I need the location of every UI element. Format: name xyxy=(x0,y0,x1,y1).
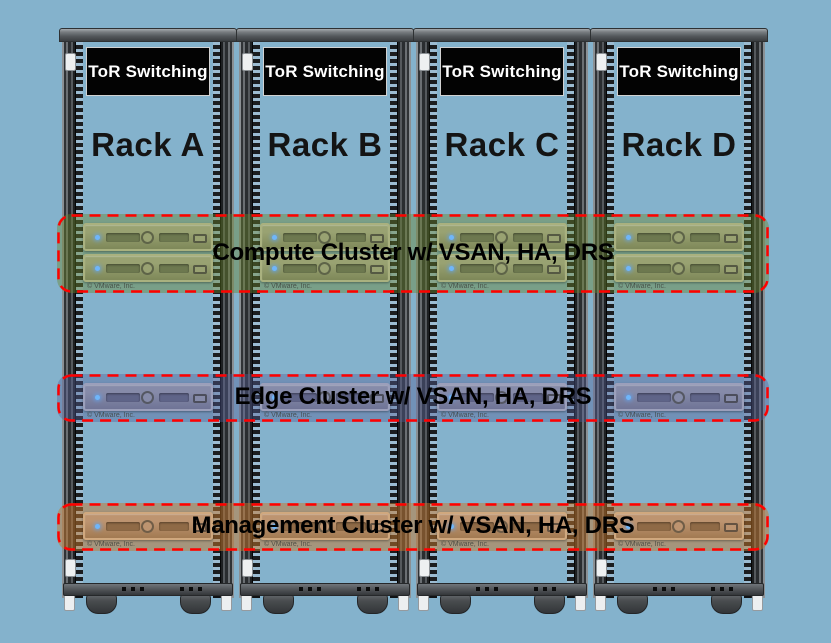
rack-base xyxy=(63,583,233,596)
caster-wheel xyxy=(180,593,211,614)
rack-rail-left xyxy=(416,38,437,598)
vmware-copyright: © VMware, Inc. xyxy=(87,541,135,548)
rack-name-label: Rack C xyxy=(444,126,560,163)
rack-rail-left xyxy=(593,38,614,598)
mounting-holes xyxy=(252,42,260,594)
rack-top-frame xyxy=(59,28,237,42)
vmware-copyright: © VMware, Inc. xyxy=(87,283,135,290)
rack-c: ToR Switching Rack C xyxy=(413,28,591,616)
caster-wheel xyxy=(440,593,471,614)
tor-switching-box: ToR Switching xyxy=(617,47,741,96)
caster-wheel xyxy=(711,593,742,614)
management-cluster-band: © VMware, Inc. © VMware, Inc. © VMware, … xyxy=(57,503,769,551)
edge-cluster-band: © VMware, Inc. © VMware, Inc. © VMware, … xyxy=(57,374,769,422)
vent-dots xyxy=(534,587,557,591)
rail-latch xyxy=(596,53,607,71)
tor-switching-box: ToR Switching xyxy=(263,47,387,96)
mounting-holes xyxy=(429,42,437,594)
rack-name-label: Rack D xyxy=(621,126,737,163)
rail-latch xyxy=(419,53,430,71)
vent-dots xyxy=(122,587,145,591)
tor-switching-label: ToR Switching xyxy=(442,61,562,81)
mounting-holes xyxy=(606,42,614,594)
vent-dots xyxy=(180,587,203,591)
compute-cluster-label: Compute Cluster w/ VSAN, HA, DRS xyxy=(212,238,614,266)
edge-cluster-label: Edge Cluster w/ VSAN, HA, DRS xyxy=(234,382,592,410)
mounting-holes xyxy=(75,42,83,594)
tor-switching-label: ToR Switching xyxy=(88,61,208,81)
vmware-copyright: © VMware, Inc. xyxy=(264,541,312,548)
rack-rail-left xyxy=(239,38,260,598)
rack-name-label: Rack B xyxy=(267,126,383,163)
rack-d: ToR Switching Rack D xyxy=(590,28,768,616)
rack-a: ToR Switching Rack A xyxy=(59,28,237,616)
vent-dots xyxy=(653,587,676,591)
rack-top-frame xyxy=(236,28,414,42)
rail-latch xyxy=(242,559,253,577)
rail-latch xyxy=(242,53,253,71)
rail-latch xyxy=(596,559,607,577)
rack-rail-left xyxy=(62,38,83,598)
caster-wheel xyxy=(617,593,648,614)
caster-wheel xyxy=(263,593,294,614)
vmware-copyright: © VMware, Inc. xyxy=(618,541,666,548)
compute-cluster-band: © VMware, Inc. © VMware, Inc. © VMware, … xyxy=(57,214,769,293)
power-led xyxy=(272,266,277,271)
rack-b: ToR Switching Rack B xyxy=(236,28,414,616)
power-led xyxy=(626,266,631,271)
power-led xyxy=(95,266,100,271)
rack-name-label: Rack A xyxy=(91,126,205,163)
vent-dots xyxy=(711,587,734,591)
vent-dots xyxy=(357,587,380,591)
caster-wheel xyxy=(357,593,388,614)
caster-wheel xyxy=(534,593,565,614)
vmware-copyright: © VMware, Inc. xyxy=(441,541,489,548)
vmware-copyright: © VMware, Inc. xyxy=(618,412,666,419)
vmware-copyright: © VMware, Inc. xyxy=(264,412,312,419)
rail-latch xyxy=(65,53,76,71)
rack-base xyxy=(417,583,587,596)
tor-switching-label: ToR Switching xyxy=(265,61,385,81)
rack-base xyxy=(594,583,764,596)
management-cluster-label: Management Cluster w/ VSAN, HA, DRS xyxy=(191,511,635,539)
power-led xyxy=(449,266,454,271)
caster-wheel xyxy=(86,593,117,614)
rack-top-frame xyxy=(590,28,768,42)
rack-base xyxy=(240,583,410,596)
vmware-copyright: © VMware, Inc. xyxy=(87,412,135,419)
rail-latch xyxy=(65,559,76,577)
rail-latch xyxy=(419,559,430,577)
tor-switching-label: ToR Switching xyxy=(619,61,739,81)
vent-dots xyxy=(299,587,322,591)
rack-top-frame xyxy=(413,28,591,42)
vmware-copyright: © VMware, Inc. xyxy=(618,283,666,290)
vent-dots xyxy=(476,587,499,591)
vmware-copyright: © VMware, Inc. xyxy=(441,412,489,419)
vmware-copyright: © VMware, Inc. xyxy=(264,283,312,290)
vmware-copyright: © VMware, Inc. xyxy=(441,283,489,290)
tor-switching-box: ToR Switching xyxy=(86,47,210,96)
tor-switching-box: ToR Switching xyxy=(440,47,564,96)
